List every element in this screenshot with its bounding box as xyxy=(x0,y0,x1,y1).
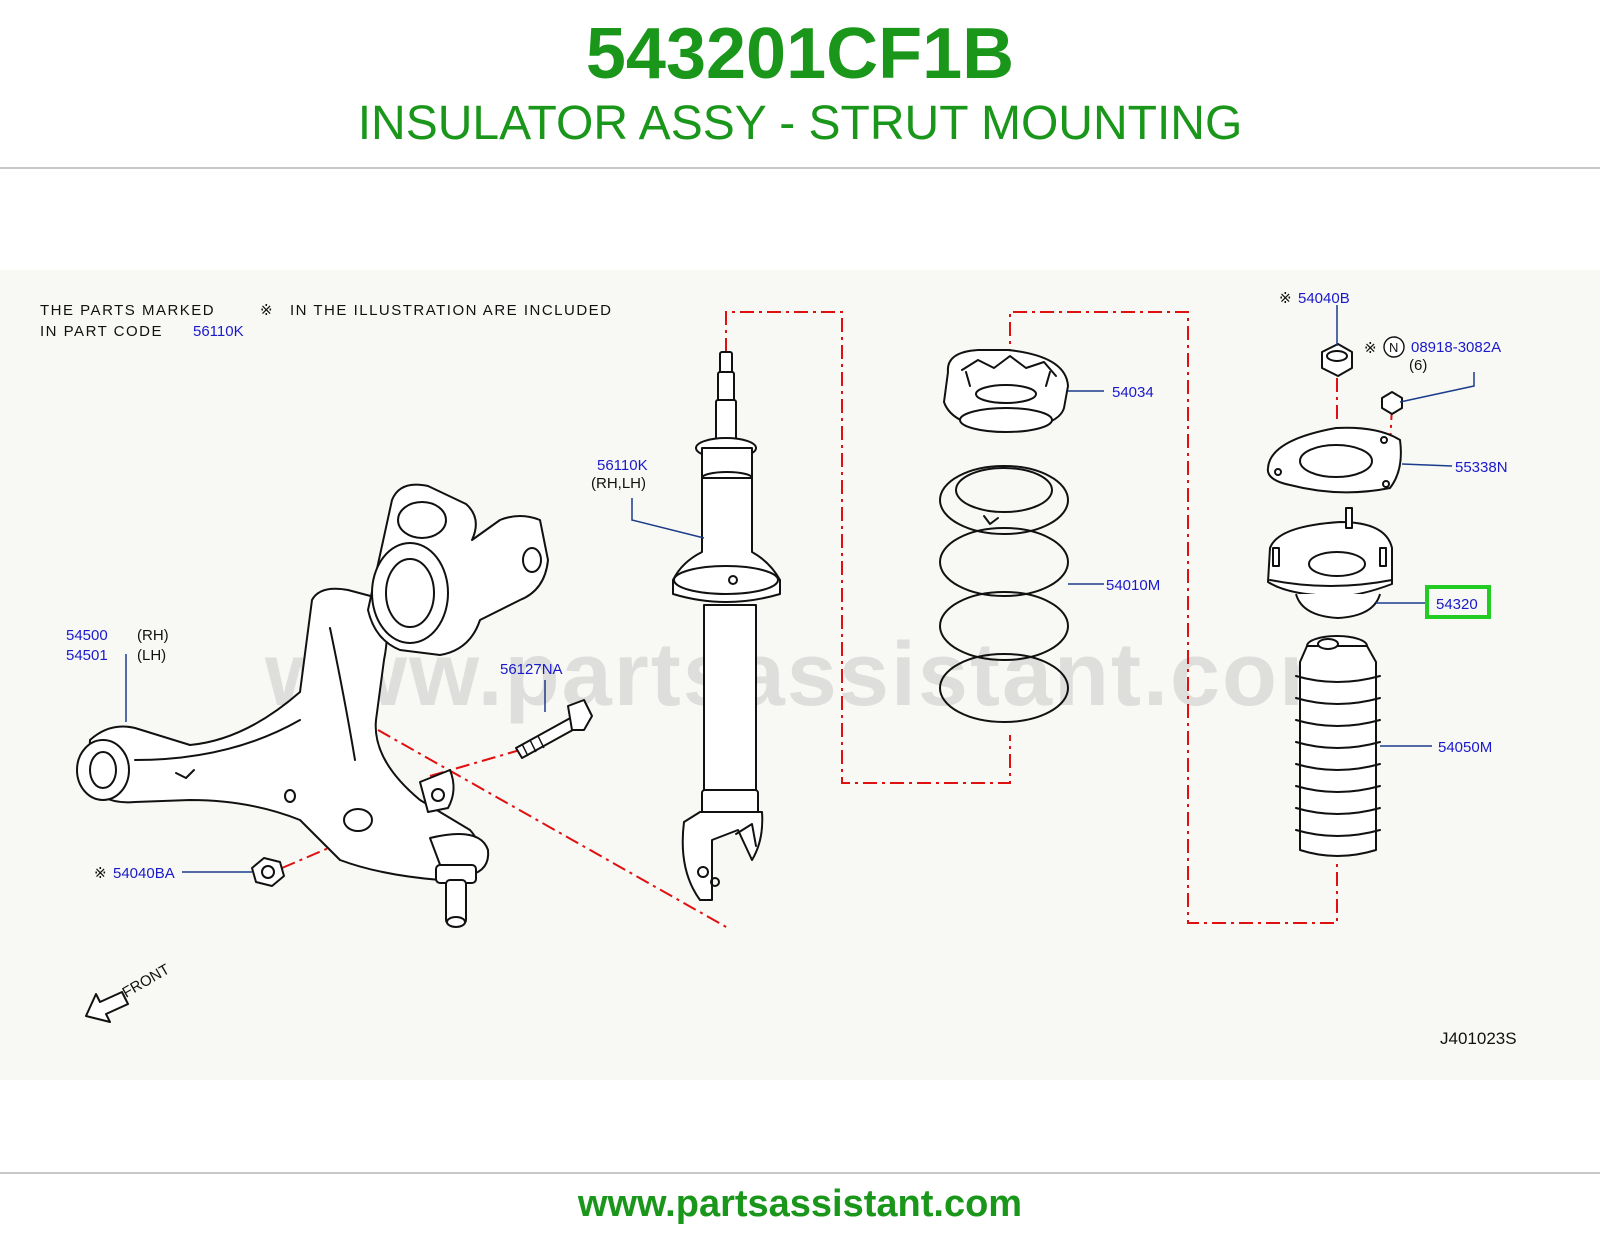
bolt-56127na-drawing xyxy=(515,699,593,759)
footer-divider xyxy=(0,1172,1600,1174)
diagram-code: J401023S xyxy=(1440,1029,1517,1048)
plate-55338n-drawing xyxy=(1266,426,1402,494)
callout-leader-lines xyxy=(125,305,1475,873)
insulator-54320-drawing xyxy=(1267,507,1393,619)
callout-54050m[interactable]: 54050M xyxy=(1438,739,1492,756)
callout-56110k[interactable]: 56110K xyxy=(597,457,648,474)
nut-08918-3082a-drawing xyxy=(1381,391,1403,415)
spring-seat-54034-drawing xyxy=(943,349,1069,433)
footer-site-link[interactable]: www.partsassistant.com xyxy=(577,1183,1023,1225)
marker-symbol-08918: ※ xyxy=(1364,340,1377,357)
page-header: 543201CF1B INSULATOR ASSY - STRUT MOUNTI… xyxy=(0,0,1600,168)
header-divider xyxy=(0,167,1600,169)
nut-54040b-drawing xyxy=(1321,343,1353,377)
boot-54050m-drawing xyxy=(1295,635,1381,857)
callout-54320-selected[interactable]: 54320 xyxy=(1436,596,1478,613)
callout-08918-qty: (6) xyxy=(1409,357,1427,374)
callout-54034[interactable]: 54034 xyxy=(1112,384,1154,401)
marker-symbol-54040ba: ※ xyxy=(94,865,107,882)
n-badge-icon xyxy=(1383,336,1405,358)
note-part-code-link[interactable]: 56110K xyxy=(193,323,244,340)
callout-54010m[interactable]: 54010M xyxy=(1106,577,1160,594)
callout-56127na[interactable]: 56127NA xyxy=(500,661,563,678)
callout-54500[interactable]: 54500 xyxy=(66,627,108,644)
n-badge-letter: N xyxy=(1389,340,1398,355)
coil-spring-54010m-drawing xyxy=(939,465,1069,723)
note-symbol: ※ xyxy=(260,302,274,319)
note-line1-b: IN THE ILLUSTRATION ARE INCLUDED xyxy=(290,302,613,319)
selected-part-highlight xyxy=(1425,585,1491,619)
front-arrow-icon xyxy=(85,991,129,1023)
note-line2-a: IN PART CODE xyxy=(40,323,163,340)
part-name-subtitle: INSULATOR ASSY - STRUT MOUNTING xyxy=(357,97,1243,150)
callout-56110k-side: (RH,LH) xyxy=(591,475,646,492)
strut-56110k-drawing xyxy=(672,351,781,901)
callout-55338n[interactable]: 55338N xyxy=(1455,459,1508,476)
assembly-connection-lines xyxy=(281,311,1393,929)
callout-08918-3082a[interactable]: 08918-3082A xyxy=(1411,339,1501,356)
marker-symbol-54040b: ※ xyxy=(1279,290,1292,307)
front-label: FRONT xyxy=(120,961,173,1002)
front-direction-indicator: FRONT xyxy=(85,961,173,1023)
included-parts-note: THE PARTS MARKED ※ IN THE ILLUSTRATION A… xyxy=(40,302,613,340)
callout-54501[interactable]: 54501 xyxy=(66,647,108,664)
lower-control-arm-drawing xyxy=(76,483,549,928)
callout-54501-side: (LH) xyxy=(137,647,166,664)
part-number-title: 543201CF1B xyxy=(585,14,1015,94)
callout-54040ba[interactable]: 54040BA xyxy=(113,865,175,882)
callout-54500-side: (RH) xyxy=(137,627,169,644)
callout-labels: ※ 54040B ※ N 08918-3082A (6) 54034 55338… xyxy=(66,290,1517,1048)
note-line1-a: THE PARTS MARKED xyxy=(40,302,215,319)
callout-54040b[interactable]: 54040B xyxy=(1298,290,1350,307)
nut-54040ba-drawing xyxy=(251,857,285,887)
